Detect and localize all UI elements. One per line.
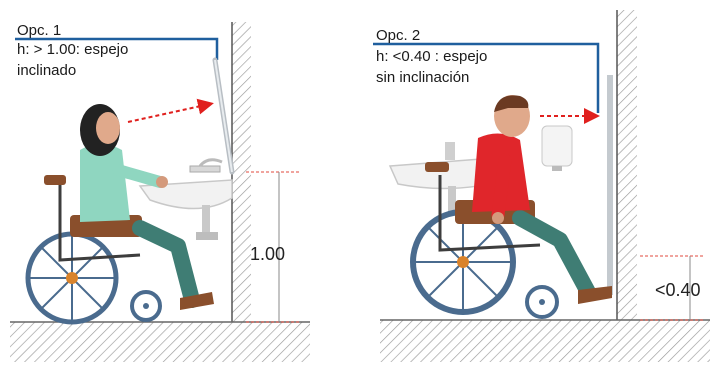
soap-dispenser-icon [541,125,573,171]
panel-option-2: Opc. 2 h: <0.40 : espejo sin inclinación… [373,10,710,362]
option2-desc-line2: sin inclinación [376,69,469,86]
floor-hatch [10,322,310,362]
floor-hatch [380,320,710,362]
dimension-line-1 [246,171,300,323]
option2-desc-line1: h: <0.40 : espejo [376,48,487,65]
option1-dimension-label: 1.00 [250,244,285,264]
option2-dimension-label: <0.40 [655,280,701,300]
vertical-mirror-icon [607,75,613,295]
mirror-bracket [15,37,219,60]
option1-desc-line1: h: > 1.00: espejo [17,41,128,58]
wall-hatch [232,22,251,322]
sight-line-arrow [127,98,214,123]
woman-wheelchair-figure [25,104,214,325]
man-wheelchair-figure [410,95,612,319]
option1-desc-line2: inclinado [17,62,76,79]
dimension-line-2 [640,255,705,321]
option1-title: Opc. 1 [17,22,61,39]
mirror-bracket [373,42,600,113]
option2-title: Opc. 2 [376,27,420,44]
wall-hatch [617,10,637,320]
panel-option-1: Opc. 1 h: > 1.00: espejo inclinado 1.00 [10,22,310,362]
